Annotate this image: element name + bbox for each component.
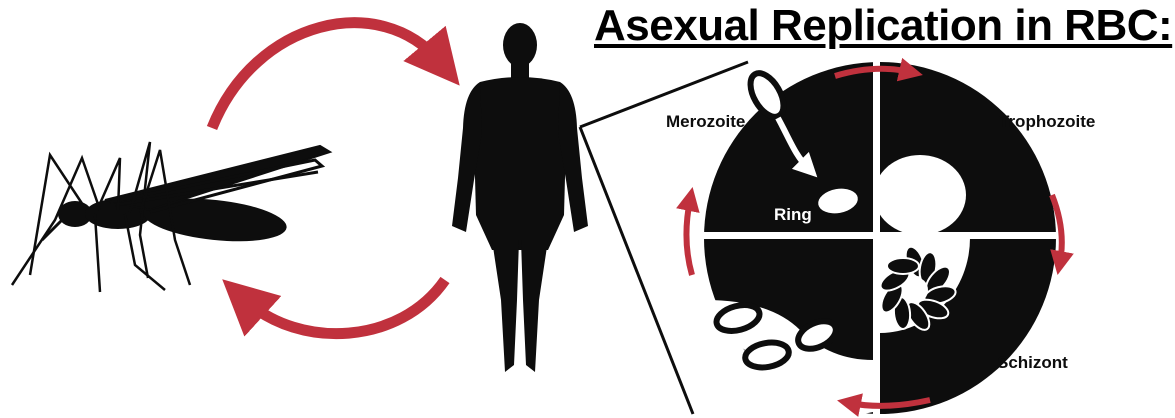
label-merozoite: Merozoite <box>666 112 745 131</box>
cycle-arrow-left <box>686 200 692 275</box>
arrow-mosquito-to-human <box>212 23 440 128</box>
label-schizont: Schizont <box>997 353 1068 372</box>
zoom-line-bottom <box>580 127 693 414</box>
human-silhouette-icon <box>452 23 588 372</box>
arrow-human-to-mosquito <box>245 280 445 334</box>
label-trophozoite: Trophozoite <box>999 112 1095 131</box>
mosquito-icon <box>12 142 330 292</box>
label-ring: Ring <box>774 205 812 224</box>
